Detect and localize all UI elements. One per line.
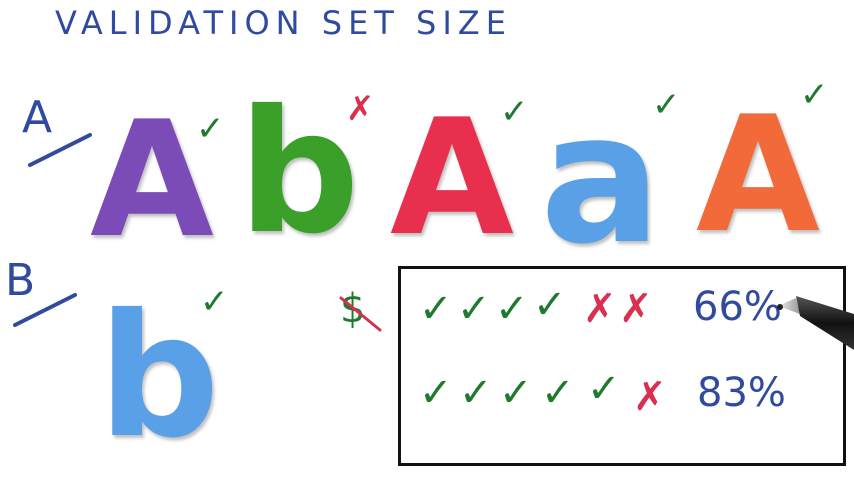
letter-a-red: A (390, 84, 514, 271)
check-icon: ✓ (196, 109, 225, 149)
percent-row-2: 83% (697, 370, 786, 416)
row-b-underline (13, 293, 77, 327)
check-icon: ✓ (419, 286, 453, 332)
check-icon: ✓ (200, 282, 229, 322)
row-b-label-text: B (5, 255, 36, 306)
check-icon: ✓ (459, 370, 493, 416)
check-icon: ✓ (587, 366, 621, 412)
letter-a-purple: A (90, 86, 214, 273)
check-icon: ✓ (499, 370, 533, 416)
row-b-label: B (5, 255, 35, 306)
check-icon: ✓ (419, 370, 453, 416)
check-icon: ✓ (652, 85, 681, 125)
cross-icon: ✗ (619, 286, 653, 332)
cross-icon: ✗ (346, 89, 375, 129)
cross-icon: ✗ (583, 286, 617, 332)
percent-row-1: 66% (693, 284, 782, 330)
letter-a-lower-blue: a (540, 75, 662, 284)
check-icon: ✓ (457, 286, 491, 332)
letter-b-blue: b (98, 278, 220, 476)
row-a-underline (28, 133, 92, 167)
letter-b-green: b (238, 74, 360, 272)
strike-mark (339, 296, 382, 332)
cross-icon: ✗ (633, 374, 667, 420)
pen-icon (777, 296, 854, 350)
letter-a-orange: A (696, 81, 820, 268)
results-box: ✓ ✓ ✓ ✓ ✗ ✗ 66% ✓ ✓ ✓ ✓ ✓ ✗ 83% (398, 266, 846, 466)
check-icon: ✓ (541, 370, 575, 416)
row-a-label-text: A (22, 92, 53, 143)
check-icon: ✓ (800, 75, 829, 115)
check-icon: ✓ (533, 282, 567, 328)
check-icon: ✓ (500, 92, 529, 132)
check-icon: ✓ (495, 286, 529, 332)
row-a-label: A (22, 92, 52, 143)
page-title: VALIDATION SET SIZE (55, 4, 512, 42)
